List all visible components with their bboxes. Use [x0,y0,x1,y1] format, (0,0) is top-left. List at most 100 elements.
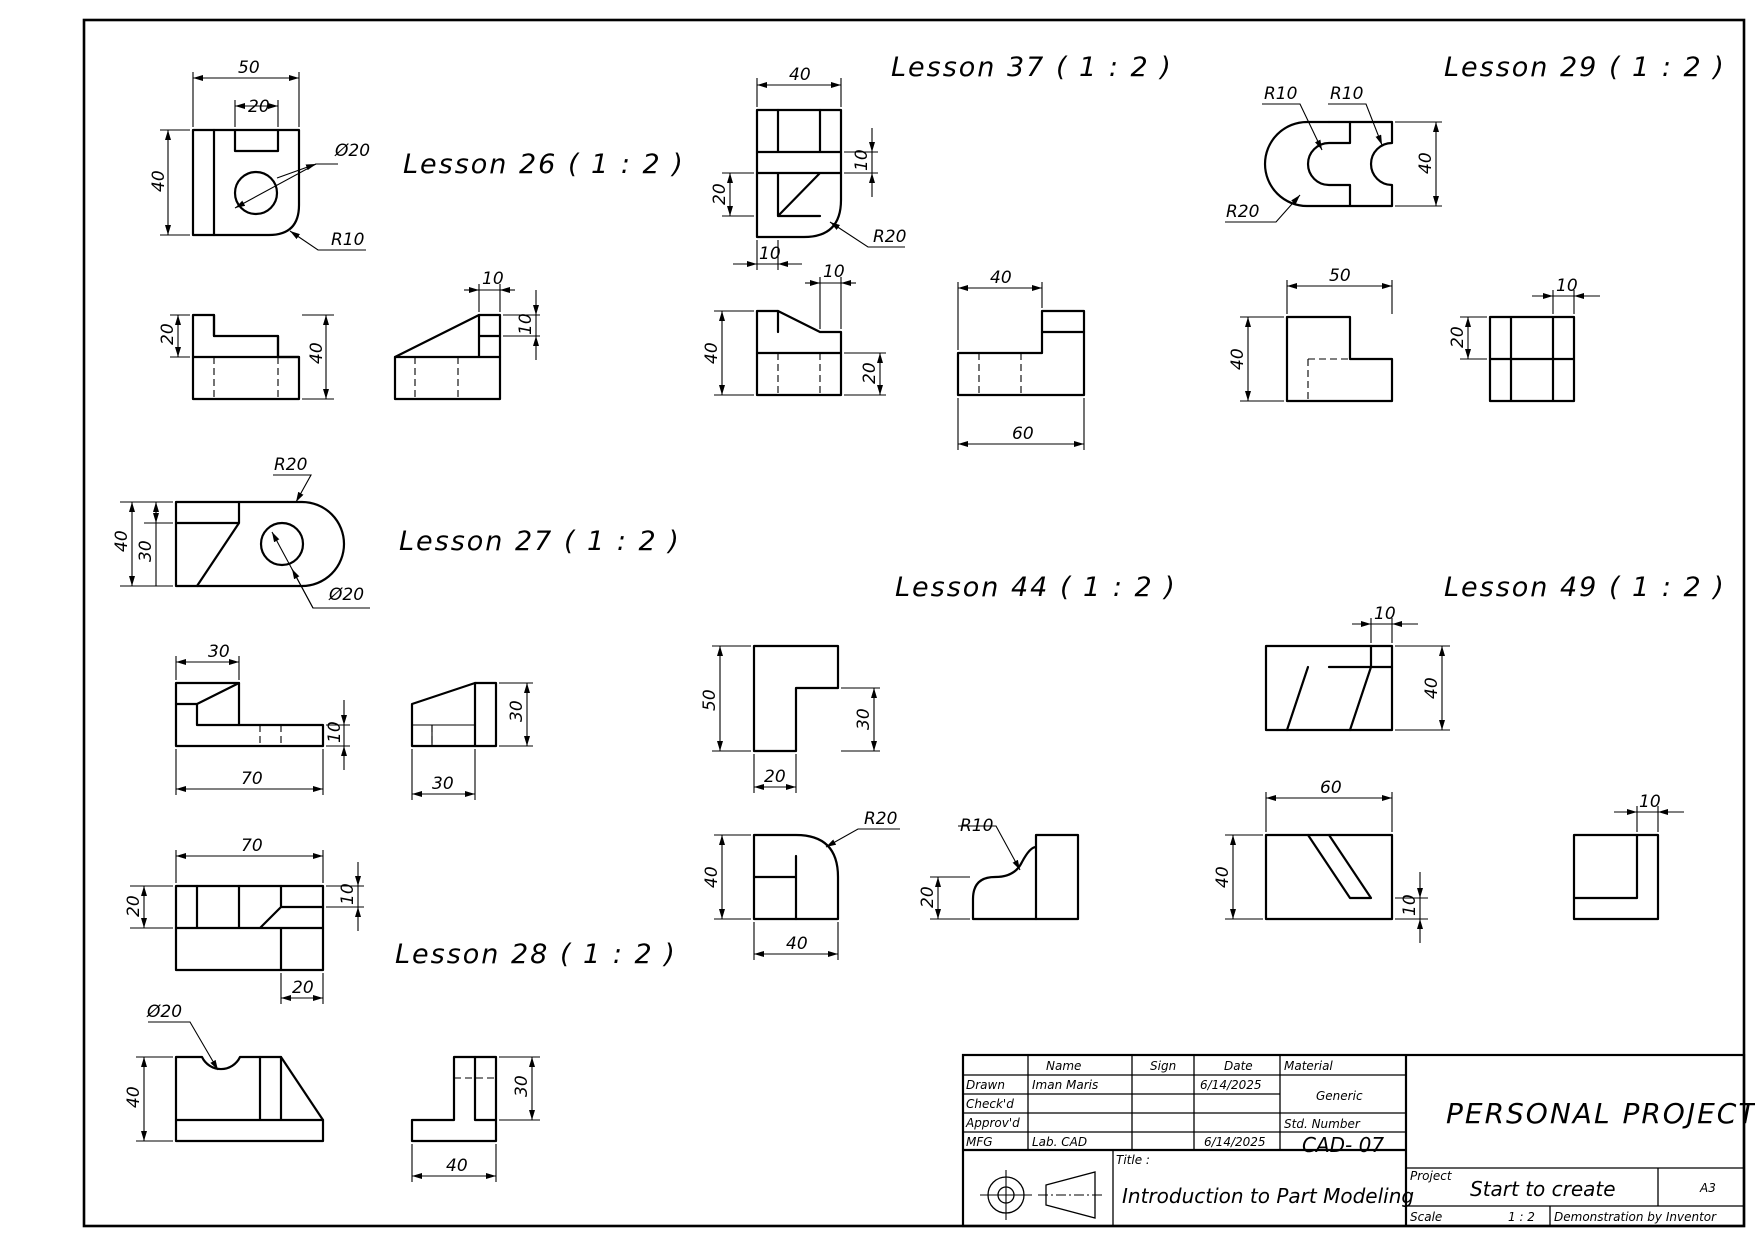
tb-note: Demonstration by Inventor [1554,1210,1717,1224]
lesson-44-title: Lesson 44 ( 1 : 2 ) [895,572,1177,603]
drawing-border [82,18,1746,1228]
l29-front-outline [1285,315,1394,403]
l27-text-10: 10 [325,721,345,743]
l28-text-40b: 40 [446,1156,468,1176]
l27-hole [259,521,305,567]
l49-text-side-10: 10 [1639,792,1661,812]
tb-project-label: Project [1410,1169,1453,1183]
l28-text-dia20: Ø20 [146,1002,182,1022]
tb-project-value: Start to create [1470,1177,1616,1201]
l44-text-50: 50 [700,689,720,711]
lesson-44-views: 50 30 20 40 40 R20 R10 20 [700,644,1080,960]
l29-text-r10a: R10 [1264,84,1297,104]
tb-mfg-name: Lab. CAD [1032,1135,1087,1149]
l29-text-20: 20 [1448,326,1468,348]
l27-text-dia20: Ø20 [328,585,364,605]
l28-front-outline [174,1055,325,1143]
l28-text-20b: 20 [292,978,314,998]
tb-header-sign: Sign [1150,1059,1176,1073]
l29-text-40: 40 [1416,152,1436,174]
l27-text-70: 70 [241,769,263,789]
l26-text-dia20: Ø20 [334,141,370,161]
l28-text-30: 30 [512,1075,532,1097]
projection-symbol-icon [980,1170,1102,1220]
l28-side-outline [410,1055,498,1143]
l37-text-40: 40 [789,65,811,85]
tb-title-label: Title : [1116,1153,1150,1167]
l37-text-front-10: 10 [823,262,845,282]
tb-std-number-value: CAD- 07 [1302,1133,1384,1157]
tb-std-number-label: Std. Number [1284,1117,1361,1131]
l49-side-outline [1572,833,1660,921]
lesson-27-views: 40 30 R20 Ø20 30 70 10 30 30 [112,455,533,800]
l37-side-outline [956,309,1086,397]
l49-text-front-40: 40 [1213,866,1233,888]
l28-text-40: 40 [124,1086,144,1108]
title-block: Name Sign Date Drawn Check'd Approv'd MF… [961,1053,1755,1228]
l49-text-10: 10 [1374,604,1396,624]
l29-text-50: 50 [1329,266,1351,286]
l27-side-outline [410,681,498,748]
l49-text-front-10: 10 [1400,894,1420,916]
tb-row-drawn: Drawn [966,1078,1005,1092]
tb-title-value: Introduction to Part Modeling [1122,1184,1414,1208]
l37-text-side-40: 40 [990,268,1012,288]
tb-scale-label: Scale [1410,1210,1442,1224]
l28-top-outline [174,884,325,972]
tb-header-date: Date [1224,1059,1253,1073]
lesson-37-views: 40 10 20 10 R20 10 40 20 40 60 [702,65,1086,450]
l26-text-side-10a: 10 [482,269,504,289]
tb-scale-value: 1 : 2 [1508,1210,1535,1224]
l44-text-r20: R20 [864,809,897,829]
l29-side-outline [1488,315,1576,403]
l26-text-front-40: 40 [307,342,327,364]
l27-text-40: 40 [112,530,132,552]
l26-text-40: 40 [149,170,169,192]
l27-top-outline [174,500,346,588]
l28-text-10: 10 [338,883,358,905]
l44-text-20: 20 [764,767,786,787]
lesson-26-title: Lesson 26 ( 1 : 2 ) [403,149,685,180]
l44-text-r10: R10 [960,816,993,836]
l27-text-side-30b: 30 [432,774,454,794]
l44-text-40: 40 [702,866,722,888]
l27-text-r20: R20 [274,455,307,475]
l27-text-30: 30 [136,540,156,562]
tb-sheet-size: A3 [1699,1181,1716,1195]
l26-top-lines [212,128,280,237]
tb-drawn-date: 6/14/2025 [1200,1078,1262,1092]
l26-text-50: 50 [238,58,260,78]
l44-text-30: 30 [854,708,874,730]
l44-text-side-20: 20 [918,886,938,908]
l37-text-10: 10 [852,149,872,171]
l37-text-60: 60 [1012,424,1034,444]
tb-material-label: Material [1284,1059,1333,1073]
lesson-28-title: Lesson 28 ( 1 : 2 ) [395,939,677,970]
l49-front-outline [1264,833,1394,921]
l44-top-outline [752,644,840,753]
l26-text-side-10b: 10 [516,313,536,335]
l29-text-front-40: 40 [1228,348,1248,370]
tb-header-name: Name [1046,1059,1081,1073]
l44-front-outline [752,833,840,921]
lesson-27-title: Lesson 27 ( 1 : 2 ) [399,526,681,557]
l44-side-outline [971,833,1080,921]
tb-project-title: PERSONAL PROJECT [1446,1097,1755,1130]
lesson-29-title: Lesson 29 ( 1 : 2 ) [1444,52,1726,83]
l26-top-outline [191,128,301,237]
l37-text-front-20: 20 [860,362,880,384]
l28-text-20: 20 [124,895,144,917]
l49-text-60: 60 [1320,778,1342,798]
lesson-49-views: 10 40 60 40 10 10 [1213,604,1684,943]
tb-row-mfg: MFG [966,1135,993,1149]
tb-material-value: Generic [1316,1089,1363,1103]
l26-text-r10: R10 [331,230,364,250]
l37-text-front-40: 40 [702,342,722,364]
l27-text-front-30: 30 [208,642,230,662]
l29-text-10: 10 [1556,276,1578,296]
l49-top-outline [1264,644,1394,732]
l37-text-r20: R20 [873,227,906,247]
lesson-29-views: 40 R10 R10 R20 50 40 10 20 [1225,84,1600,403]
l29-text-r10b: R10 [1330,84,1363,104]
